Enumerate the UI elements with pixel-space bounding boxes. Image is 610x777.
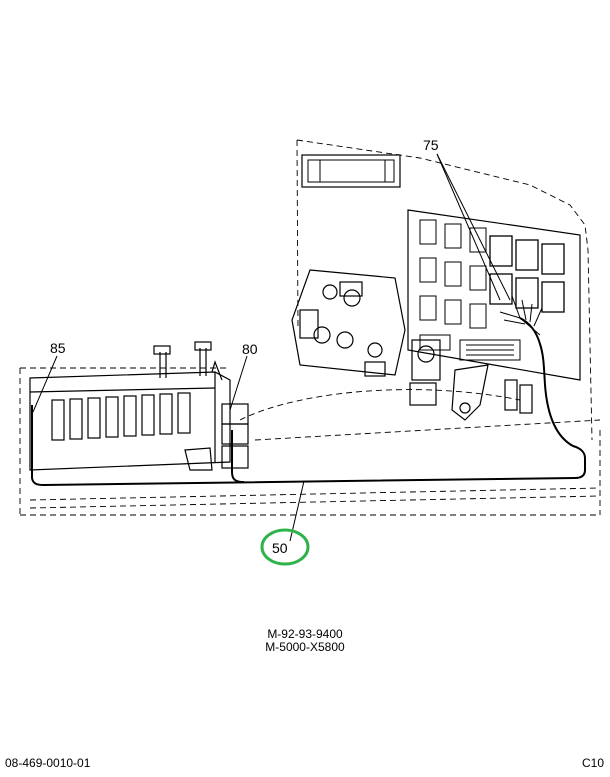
- harness-50: [31, 317, 586, 487]
- callout-75: 75: [423, 137, 439, 153]
- callout-50: 50: [272, 540, 288, 556]
- dash-panel-outline: [19, 139, 601, 516]
- callout-85: 85: [50, 340, 66, 356]
- highlight-circle: [260, 528, 310, 566]
- part-number: 08-469-0010-01: [5, 756, 91, 770]
- switch-block: [291, 269, 406, 377]
- page-code: C10: [581, 756, 604, 770]
- radio-slot: [301, 154, 401, 188]
- harness-fanout: [499, 295, 543, 336]
- lower-right-components: [409, 339, 533, 421]
- model-code-2: M-5000-X5800: [265, 640, 345, 654]
- fuse-relay-panel: [407, 209, 581, 381]
- module-80: [29, 341, 249, 471]
- callout-80: 80: [242, 341, 258, 357]
- model-code-1: M-92-93-9400: [267, 627, 343, 641]
